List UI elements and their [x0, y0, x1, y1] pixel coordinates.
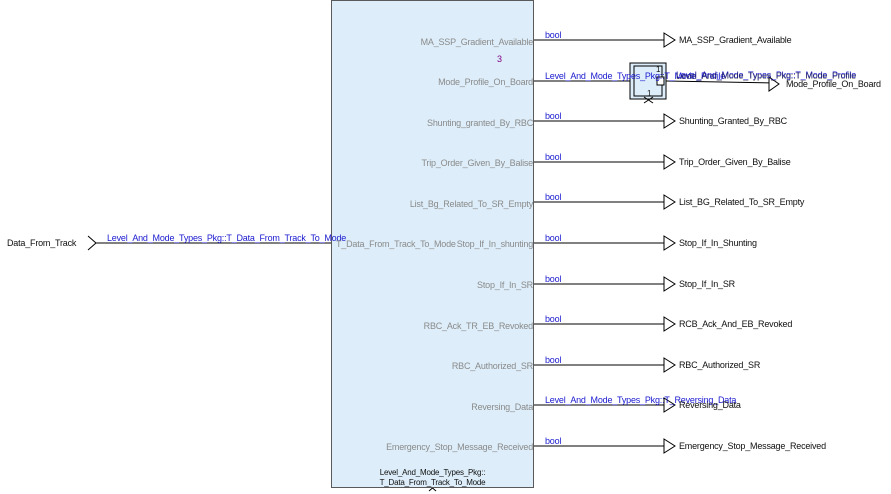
selector-index-top: 1 — [656, 65, 661, 74]
selector-index-bottom: 1 — [647, 89, 652, 98]
wire-type-6: bool — [545, 274, 562, 284]
output-target-8: RBC_Authorized_SR — [679, 360, 761, 370]
input-chevron — [87, 235, 97, 251]
port-label-7: RBC_Ack_TR_EB_Revoked — [423, 321, 534, 331]
wire-type-0: bool — [545, 30, 562, 40]
output-target-9: Reversing_Data — [679, 400, 741, 410]
output-wire-2 — [534, 113, 676, 129]
output-target-10: Emergency_Stop_Message_Received — [679, 441, 826, 451]
output-wire-8 — [534, 357, 676, 373]
output-target-0: MA_SSP_Gradient_Available — [679, 35, 792, 45]
output-target-1: Mode_Profile_On_Board — [786, 79, 881, 89]
selector-overlap-text: Level_And_Mode_Types_Pkg::T_Mode_Profile — [676, 71, 857, 81]
output-target-5: Stop_If_In_Shunting — [679, 238, 757, 248]
output-wire-4 — [534, 194, 676, 210]
output-target-6: Stop_If_In_SR — [679, 279, 735, 289]
input-type: Level_And_Mode_Types_Pkg::T_Data_From_Tr… — [107, 233, 347, 243]
output-wire-7 — [534, 316, 676, 332]
port-label-0: MA_SSP_Gradient_Available — [420, 37, 534, 47]
input-name: Data_From_Track — [7, 238, 77, 248]
port-label-10: Emergency_Stop_Message_Received — [386, 442, 533, 452]
instance-number: 3 — [497, 54, 502, 64]
output-wire-6 — [534, 276, 676, 292]
output-target-3: Trip_Order_Given_By_Balise — [679, 157, 791, 167]
output-wire-0 — [534, 32, 676, 48]
selector-block[interactable] — [629, 62, 667, 104]
wire-type-9: Level_And_Mode_Types_Pkg::T_Reversing_Da… — [545, 395, 737, 405]
input-port-label: T_Data_From_Track_To_Mode — [336, 239, 456, 249]
data-from-track-block[interactable] — [331, 0, 534, 488]
output-target-2: Shunting_Granted_By_RBC — [679, 116, 787, 126]
wire-type-2: bool — [545, 111, 562, 121]
port-label-2: Shunting_granted_By_RBC — [427, 118, 533, 128]
wire-type-10: bool — [545, 436, 562, 446]
block-type-line2: T_Data_From_Track_To_Mode — [379, 478, 486, 487]
output-wire-5 — [534, 235, 676, 251]
wire-type-7: bool — [545, 314, 562, 324]
port-label-5: Stop_If_In_shunting — [456, 239, 533, 249]
wire-type-1: Level_And_Mode_Types_Pkg::T_Mode_Profile — [545, 71, 726, 81]
port-label-6: Stop_If_In_SR — [477, 280, 533, 290]
block-type-line1: Level_And_Mode_Types_Pkg:: — [379, 468, 486, 477]
output-wire-10 — [534, 438, 676, 454]
output-wire-9 — [534, 397, 676, 413]
output-target-4: List_BG_Related_To_SR_Empty — [679, 197, 805, 207]
wire-type-5: bool — [545, 233, 562, 243]
port-label-3: Trip_Order_Given_By_Balise — [421, 158, 533, 168]
port-label-9: Reversing_Data — [471, 402, 533, 412]
output-wire-3 — [534, 154, 676, 170]
wire-type-3: bool — [545, 152, 562, 162]
output-wire-1 — [534, 76, 780, 92]
wire-type-8: bool — [545, 355, 562, 365]
wire-type-4: bool — [545, 192, 562, 202]
port-label-4: List_Bg_Related_To_SR_Empty — [409, 199, 533, 209]
port-label-1: Mode_Profile_On_Board — [438, 77, 533, 87]
output-target-7: RCB_Ack_And_EB_Revoked — [679, 319, 793, 329]
selector-out-type: Level_And_Mode_Types_Pkg::T_Mode_Profile — [676, 70, 857, 80]
port-label-8: RBC_Authorized_SR — [451, 361, 533, 371]
